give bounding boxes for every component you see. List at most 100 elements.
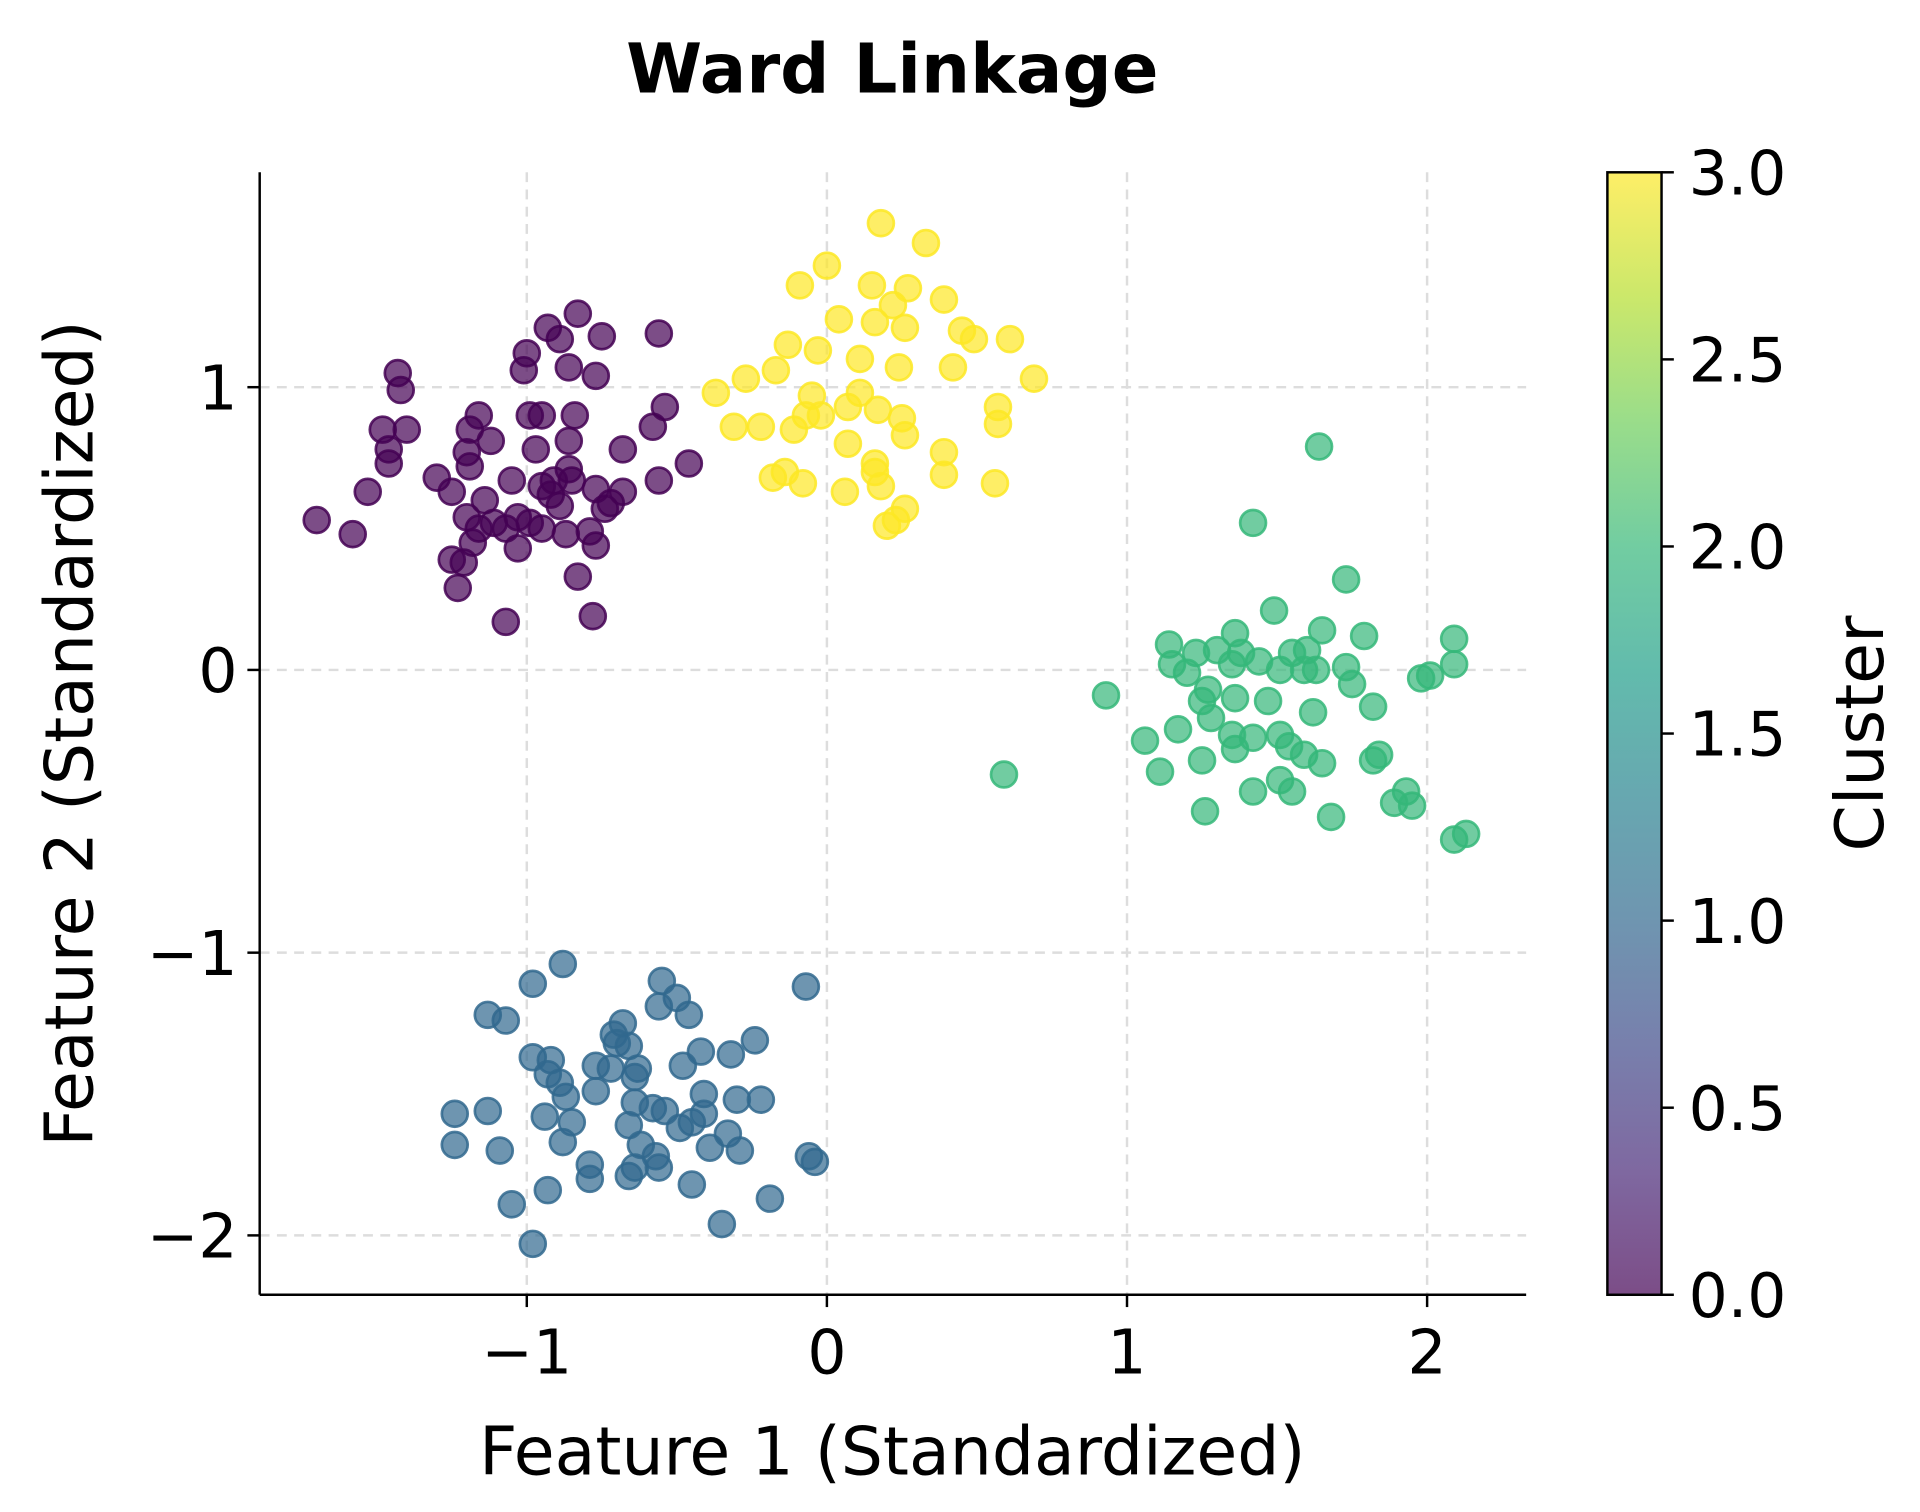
data-point-cluster-2 xyxy=(1397,791,1427,820)
data-point-cluster-1 xyxy=(548,1127,578,1157)
data-point-cluster-0 xyxy=(386,375,416,405)
data-point-cluster-0 xyxy=(302,505,331,535)
data-point-cluster-3 xyxy=(803,336,833,365)
data-point-cluster-0 xyxy=(497,466,527,495)
data-point-cluster-3 xyxy=(845,344,875,374)
data-point-cluster-0 xyxy=(608,477,638,507)
data-point-cluster-2 xyxy=(1307,748,1337,778)
data-point-cluster-3 xyxy=(929,460,959,490)
x-tick-label: 1 xyxy=(1107,1317,1146,1389)
data-point-cluster-0 xyxy=(578,601,608,631)
data-point-cluster-0 xyxy=(338,519,368,549)
data-point-cluster-2 xyxy=(1289,655,1319,685)
data-point-cluster-2 xyxy=(1190,797,1220,826)
data-point-cluster-3 xyxy=(797,381,827,410)
data-point-cluster-1 xyxy=(530,1102,560,1131)
data-point-cluster-3 xyxy=(890,313,920,343)
data-point-cluster-1 xyxy=(791,972,821,1001)
colorbar-tick-label: 0.5 xyxy=(1689,1073,1787,1145)
y-tick-label: 1 xyxy=(198,352,237,424)
data-point-cluster-1 xyxy=(668,1051,698,1081)
data-point-cluster-3 xyxy=(824,305,854,334)
x-axis-label: Feature 1 (Standardized) xyxy=(479,1412,1305,1490)
data-point-cluster-3 xyxy=(959,324,989,354)
colorbar: 0.00.51.01.52.02.53.0 Cluster xyxy=(1606,137,1899,1332)
data-point-cluster-0 xyxy=(560,401,590,430)
colorbar-tick-label: 1.5 xyxy=(1689,699,1787,771)
data-point-cluster-2 xyxy=(1337,669,1367,699)
data-point-cluster-2 xyxy=(1439,649,1469,679)
data-point-cluster-3 xyxy=(860,307,890,337)
data-point-cluster-1 xyxy=(473,1096,503,1126)
data-point-cluster-2 xyxy=(1331,565,1361,594)
data-point-cluster-3 xyxy=(833,429,863,459)
data-point-cluster-0 xyxy=(644,319,674,348)
data-point-cluster-1 xyxy=(716,1040,746,1069)
data-point-cluster-3 xyxy=(890,420,920,450)
data-point-cluster-2 xyxy=(1238,508,1268,538)
colorbar-gradient xyxy=(1607,172,1662,1295)
y-tick-label: −1 xyxy=(147,918,238,990)
data-point-cluster-1 xyxy=(581,1076,611,1106)
data-point-cluster-0 xyxy=(545,324,575,354)
data-point-cluster-2 xyxy=(1163,715,1193,744)
data-point-cluster-1 xyxy=(677,1170,707,1199)
data-point-cluster-3 xyxy=(857,271,887,300)
colorbar-ticks: 0.00.51.01.52.02.53.0 xyxy=(1661,137,1787,1332)
data-point-cluster-1 xyxy=(644,1153,674,1182)
data-point-cluster-0 xyxy=(443,573,473,603)
data-point-cluster-3 xyxy=(785,271,815,300)
data-point-cluster-0 xyxy=(374,449,404,478)
data-point-cluster-0 xyxy=(392,415,422,444)
data-point-cluster-1 xyxy=(491,1006,521,1035)
y-axis-label: Feature 2 (Standardized) xyxy=(30,320,108,1146)
data-point-cluster-3 xyxy=(884,353,914,382)
data-point-cluster-1 xyxy=(725,1136,755,1165)
data-point-cluster-1 xyxy=(551,1082,581,1112)
data-point-cluster-2 xyxy=(1265,655,1295,685)
points xyxy=(302,208,1481,1259)
data-point-cluster-1 xyxy=(614,1161,644,1191)
colorbar-label: Cluster xyxy=(1821,615,1899,852)
data-point-cluster-3 xyxy=(929,285,959,314)
data-point-cluster-0 xyxy=(476,426,506,456)
data-point-cluster-3 xyxy=(980,469,1010,498)
data-point-cluster-2 xyxy=(1091,681,1121,710)
data-point-cluster-0 xyxy=(563,299,593,328)
data-point-cluster-0 xyxy=(554,353,584,382)
data-point-cluster-0 xyxy=(503,534,533,563)
data-point-cluster-3 xyxy=(761,355,791,385)
data-point-cluster-3 xyxy=(890,494,920,524)
data-point-cluster-0 xyxy=(644,466,674,495)
data-point-cluster-3 xyxy=(866,208,896,238)
data-point-cluster-1 xyxy=(746,1085,776,1114)
colorbar-tick-label: 2.5 xyxy=(1689,325,1787,397)
colorbar-tick-label: 2.0 xyxy=(1689,512,1787,584)
data-point-cluster-1 xyxy=(620,1062,650,1092)
data-point-cluster-1 xyxy=(755,1184,785,1213)
data-point-cluster-2 xyxy=(1217,720,1247,750)
data-point-cluster-1 xyxy=(518,969,548,999)
data-point-cluster-0 xyxy=(581,361,611,391)
data-point-cluster-3 xyxy=(701,378,731,408)
data-point-cluster-2 xyxy=(1415,661,1445,690)
data-point-cluster-2 xyxy=(1451,819,1481,849)
data-point-cluster-2 xyxy=(1196,703,1226,733)
data-point-cluster-0 xyxy=(455,452,485,481)
data-point-cluster-0 xyxy=(527,514,557,543)
data-point-cluster-0 xyxy=(479,508,509,538)
data-point-cluster-0 xyxy=(575,517,605,546)
x-tick-label: 0 xyxy=(807,1317,846,1389)
data-point-cluster-0 xyxy=(437,477,467,507)
data-point-cluster-1 xyxy=(644,992,674,1021)
data-point-cluster-3 xyxy=(911,228,941,258)
data-point-cluster-2 xyxy=(1217,649,1247,679)
data-point-cluster-3 xyxy=(866,471,896,501)
data-point-cluster-1 xyxy=(440,1099,470,1129)
colorbar-tick-label: 0.0 xyxy=(1689,1260,1787,1332)
data-point-cluster-2 xyxy=(1253,686,1283,716)
data-point-cluster-2 xyxy=(1307,616,1337,645)
data-point-cluster-3 xyxy=(1019,364,1049,393)
data-point-cluster-2 xyxy=(1238,777,1268,806)
data-point-cluster-3 xyxy=(788,469,818,498)
